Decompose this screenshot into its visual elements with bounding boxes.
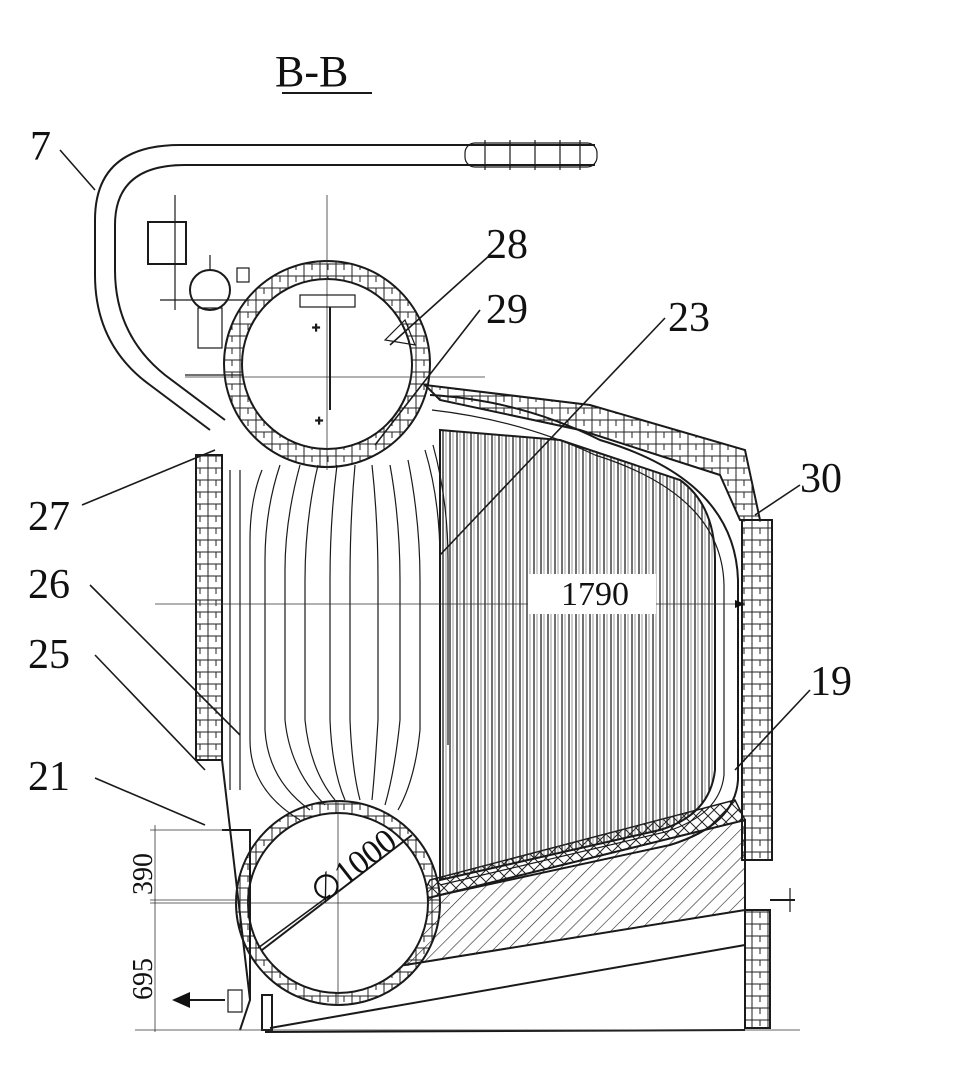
height-lower-dimension: 695 [128, 958, 159, 1000]
screen-tubes [229, 444, 449, 821]
outlet-arrow [172, 992, 225, 1008]
steam-pipe [94, 140, 598, 431]
callout-29: 29 [486, 287, 528, 333]
section-title: B-B [275, 47, 348, 96]
lower-drum [150, 800, 450, 1006]
svg-text:+: + [315, 412, 323, 428]
callout-23: 23 [668, 295, 710, 341]
callout-7: 7 [30, 124, 51, 170]
callout-19: 19 [810, 659, 852, 705]
svg-text:+: + [312, 319, 320, 335]
callout-leaders [59, 149, 811, 826]
upper-drum: + + [185, 195, 485, 470]
height-upper-dimension: 390 [128, 853, 159, 895]
callout-26: 26 [28, 562, 70, 608]
callout-21: 21 [28, 754, 70, 800]
supports [135, 759, 800, 1033]
width-dim-bg [528, 574, 656, 614]
callout-28: 28 [486, 222, 528, 268]
callout-27: 27 [28, 494, 70, 540]
tube-bank [429, 394, 739, 896]
callout-30: 30 [800, 456, 842, 502]
width-dimension: 1790 [561, 576, 629, 613]
valve-assembly [147, 195, 250, 376]
callout-25: 25 [28, 632, 70, 678]
